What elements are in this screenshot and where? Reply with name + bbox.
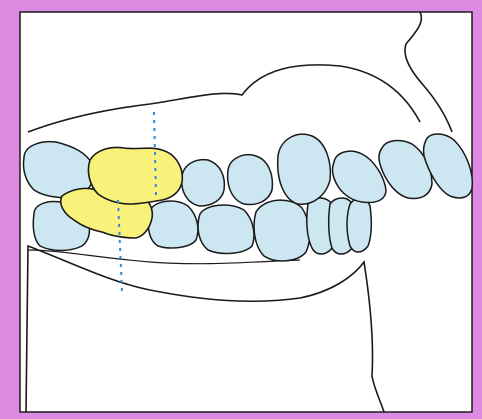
lower-premolar-2 xyxy=(198,205,254,253)
lower-canine xyxy=(254,200,309,261)
upper-first-molar xyxy=(88,148,182,205)
lower-premolar-1 xyxy=(148,201,198,248)
lower-incisor-3 xyxy=(347,198,371,252)
upper-premolar-2 xyxy=(228,155,273,205)
upper-premolar-1 xyxy=(182,160,225,206)
upper-canine xyxy=(278,134,331,204)
